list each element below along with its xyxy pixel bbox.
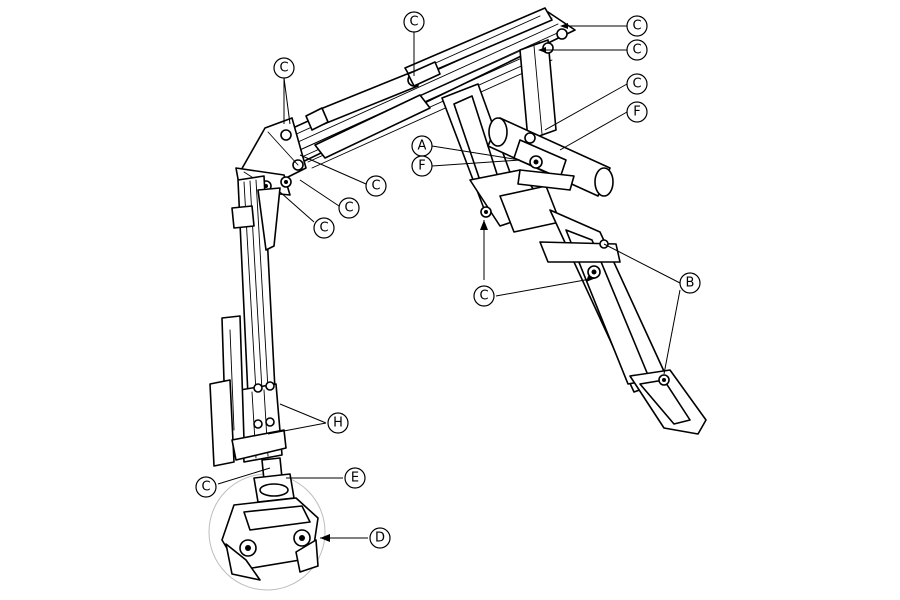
callout-label: C — [279, 61, 288, 76]
callout-c-elbow-right: C — [365, 175, 387, 197]
callout-c-pillar-base: C — [473, 285, 495, 307]
callout-f-left: F — [411, 155, 433, 177]
callout-c-boom-top-1: C — [626, 15, 648, 37]
callout-label: F — [418, 159, 425, 174]
callout-label: D — [375, 531, 385, 546]
callout-f-right: F — [626, 101, 648, 123]
callout-c-elbow-top: C — [273, 57, 295, 79]
callout-label: E — [351, 471, 359, 486]
leader-lines — [217, 23, 681, 542]
grapple-assembly — [208, 457, 326, 591]
callout-c-elbow-low: C — [313, 217, 335, 239]
callout-label: H — [333, 416, 343, 431]
callout-label: A — [418, 139, 427, 154]
callout-label: C — [319, 221, 328, 236]
callouts: C C C C C F A F — [195, 11, 701, 549]
callout-label: C — [632, 43, 641, 58]
callout-c-rotator: C — [195, 476, 217, 498]
callout-c-pillar-top: C — [626, 73, 648, 95]
callout-label: C — [632, 19, 641, 34]
support-leg — [539, 209, 707, 435]
callout-label: C — [479, 289, 488, 304]
callout-label: C — [409, 15, 418, 30]
lift-cylinder — [305, 61, 441, 131]
main-boom — [261, 7, 576, 169]
crane-drawing — [208, 7, 707, 591]
callout-label: F — [633, 105, 640, 120]
callout-h: H — [327, 412, 349, 434]
callout-a: A — [411, 135, 433, 157]
callout-label: C — [201, 480, 210, 495]
callout-c-boom-top-2: C — [626, 39, 648, 61]
callout-c-elbow-mid: C — [338, 197, 360, 219]
outer-boom — [209, 175, 287, 467]
callout-label: C — [632, 77, 641, 92]
callout-b: B — [679, 272, 701, 294]
callout-label: C — [344, 201, 353, 216]
callout-c-boom-mid: C — [403, 11, 425, 33]
callout-e: E — [344, 467, 366, 489]
callout-d: D — [369, 527, 391, 549]
callout-label: B — [686, 276, 695, 291]
callout-label: C — [371, 179, 380, 194]
